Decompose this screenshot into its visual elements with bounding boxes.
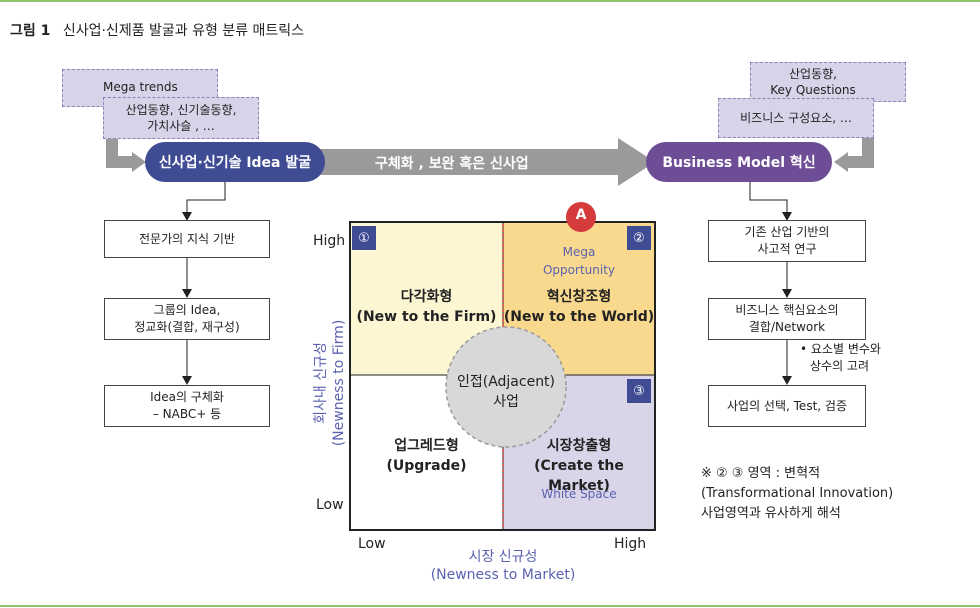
left-step-3-line2: – NABC+ 등 — [152, 407, 222, 421]
quadrant-4-title: 업그레드형 — [394, 438, 459, 454]
adjacent-line2: 사업 — [493, 394, 519, 410]
quadrant-2-subtitle: (New to the World) — [503, 309, 655, 325]
quadrant-2-label: 혁신창조형 (New to the World) — [503, 287, 655, 327]
figure-caption: 신사업·신제품 발굴과 유형 분류 매트릭스 — [62, 23, 305, 39]
quadrant-4-subtitle: (Upgrade) — [386, 458, 467, 474]
right-bullet-line2: 상수의 고려 — [810, 359, 870, 373]
quadrant-4-label: 업그레드형 (Upgrade) — [350, 436, 503, 476]
mega-label: Mega — [562, 245, 596, 259]
mega-trends-text: Mega trends — [103, 80, 178, 94]
quadrant-1-subtitle: (New to the Firm) — [356, 309, 497, 325]
left-step-3: Idea의 구체화 – NABC+ 등 — [104, 385, 270, 427]
x-axis-high: High — [614, 536, 647, 552]
y-axis-low: Low — [316, 497, 344, 513]
adjacent-line1: 인접(Adjacent) — [456, 374, 556, 390]
left-step-2-line2: 정교화(결합, 재구성) — [134, 320, 240, 334]
left-step-2: 그룹의 Idea, 정교화(결합, 재구성) — [104, 298, 270, 340]
quadrant-3-badge: ③ — [627, 379, 651, 403]
business-elements-text: 비즈니스 구성요소, … — [740, 111, 852, 125]
adjacent-label: 인접(Adjacent) 사업 — [446, 372, 566, 412]
right-step-2-line1: 비즈니스 핵심요소의 — [735, 303, 839, 317]
key-questions-line2: Key Questions — [770, 83, 856, 97]
note-line1: ※ ② ③ 영역 : 변혁적 — [701, 466, 821, 481]
left-step-3-line1: Idea의 구체화 — [150, 390, 224, 404]
industry-trends-box: 산업동향, 신기술동향, 가치사슬 , … — [103, 97, 259, 139]
key-questions-box: 산업동향, Key Questions — [750, 62, 906, 102]
right-bullet-line1: • 요소별 변수와 — [800, 342, 881, 356]
business-elements-box: 비즈니스 구성요소, … — [718, 98, 874, 138]
quadrant-3-label: 시장창출형 (Create the Market) — [503, 436, 655, 496]
transformational-note: ※ ② ③ 영역 : 변혁적 (Transformational Innovat… — [701, 464, 893, 524]
x-axis-low: Low — [358, 536, 386, 552]
quadrant-3-title: 시장창출형 — [546, 438, 612, 454]
white-space-label: White Space — [541, 487, 617, 501]
bottom-rule — [0, 605, 980, 607]
y-axis-high: High — [313, 233, 346, 249]
top-rule — [0, 0, 980, 2]
quadrant-2-badge: ② — [627, 226, 651, 250]
right-step-2: 비즈니스 핵심요소의 결합/Network — [708, 298, 866, 340]
quadrant-1-badge: ① — [352, 226, 376, 250]
x-axis-title: 시장 신규성 (Newness to Market) — [403, 548, 603, 584]
right-step-2-line2: 결합/Network — [748, 320, 826, 334]
industry-trends-line2: 가치사슬 , … — [147, 119, 215, 133]
right-step-3: 사업의 선택, Test, 검증 — [708, 385, 866, 427]
note-line2: (Transformational Innovation) — [701, 486, 894, 501]
marker-a: A — [575, 207, 587, 223]
mega-opportunity-label: Mega Opportunity — [503, 243, 655, 279]
right-step-3-line1: 사업의 선택, Test, 검증 — [727, 398, 847, 413]
figure-label: 그림 1 — [10, 23, 51, 39]
opportunity-label: Opportunity — [542, 263, 615, 277]
x-axis-title-line1: 시장 신규성 — [468, 549, 538, 565]
y-axis-title-line1: 회사내 신규성 — [313, 342, 329, 424]
industry-trends-line1: 산업동향, 신기술동향, — [125, 103, 237, 117]
right-step-1: 기존 산업 기반의 사고적 연구 — [708, 220, 866, 262]
business-model-pill: Business Model 혁신 — [646, 142, 832, 182]
business-model-text: Business Model 혁신 — [662, 155, 816, 171]
y-axis-title-line2: (Newness to Firm) — [331, 319, 347, 447]
idea-discovery-pill: 신사업·신기술 Idea 발굴 — [145, 142, 325, 182]
right-bullet-note: • 요소별 변수와 상수의 고려 — [800, 341, 881, 375]
quadrant-1-label: 다각화형 (New to the Firm) — [350, 287, 503, 327]
note-line3: 사업영역과 유사하게 해석 — [701, 506, 841, 521]
right-step-1-line2: 사고적 연구 — [757, 242, 817, 256]
quadrant-1-title: 다각화형 — [400, 289, 453, 305]
y-axis-title: 회사내 신규성 (Newness to Firm) — [312, 288, 348, 478]
idea-discovery-text: 신사업·신기술 Idea 발굴 — [158, 155, 312, 171]
quadrant-3-subtitle: (Create the Market) — [534, 458, 624, 494]
right-step-1-line1: 기존 산업 기반의 — [744, 225, 830, 239]
x-axis-title-line2: (Newness to Market) — [430, 567, 576, 583]
figure-title: 그림 1 신사업·신제품 발굴과 유형 분류 매트릭스 — [10, 20, 304, 40]
left-step-1-line1: 전문가의 지식 기반 — [139, 231, 235, 246]
left-step-1: 전문가의 지식 기반 — [104, 220, 270, 258]
left-step-2-line1: 그룹의 Idea, — [153, 303, 221, 317]
key-questions-line1: 산업동향, — [789, 67, 837, 81]
flow-arrow-label: 구체화 , 보완 혹은 신사업 — [375, 156, 529, 172]
quadrant-2-title: 혁신창조형 — [546, 289, 612, 305]
